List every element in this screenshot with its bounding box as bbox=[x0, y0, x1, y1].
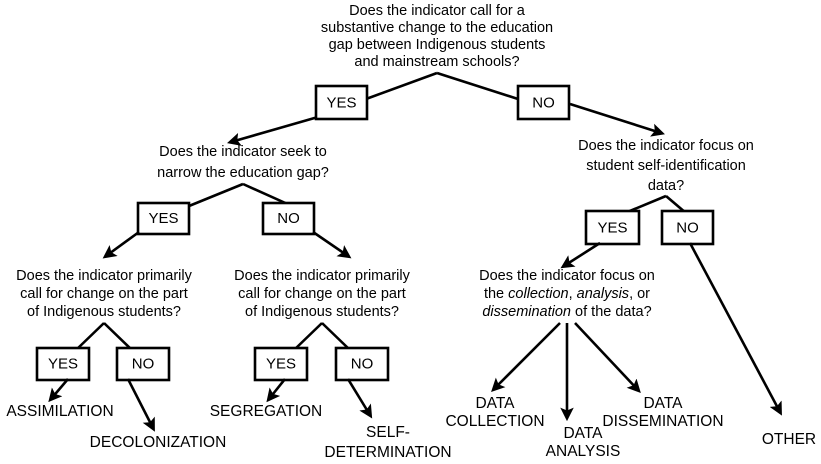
ll-no-box[interactable]: NO bbox=[115, 346, 171, 382]
rlq-l2-italic-collection: collection bbox=[508, 286, 568, 302]
right-question-line-1: Does the indicator focus on bbox=[578, 138, 754, 154]
right-yes-box[interactable]: YES bbox=[584, 209, 641, 246]
right-question-line-2: student self-identification bbox=[586, 158, 746, 174]
right-no-box[interactable]: NO bbox=[660, 209, 715, 246]
arrow-ll-no-to-decolonization bbox=[126, 378, 155, 432]
lr-yes-box-label: YES bbox=[266, 355, 296, 372]
lr-no-box-label: NO bbox=[351, 355, 374, 372]
outcome-data-analysis: DATA ANALYSIS bbox=[546, 425, 621, 460]
rlq-l2-c: , or bbox=[629, 286, 650, 302]
left-no-box-label: NO bbox=[277, 210, 300, 227]
right-question: Does the indicator focus on student self… bbox=[578, 138, 754, 194]
arrow-ll-yes-to-assimilation bbox=[48, 378, 69, 403]
lr-yes-box[interactable]: YES bbox=[253, 346, 309, 382]
edge-llq-to-no bbox=[103, 322, 133, 351]
left-question: Does the indicator seek to narrow the ed… bbox=[157, 144, 329, 181]
arrow-left-yes-to-q bbox=[102, 230, 140, 259]
root-question-line-3: gap between Indigenous students bbox=[329, 37, 546, 53]
arrow-lr-no-to-selfdetermination bbox=[346, 378, 373, 419]
arrow-lr-yes-to-segregation bbox=[266, 378, 287, 403]
arrow-root-yes-to-left-question bbox=[227, 115, 319, 146]
left-left-question-line-1: Does the indicator primarily bbox=[16, 268, 192, 284]
left-right-question: Does the indicator primarily call for ch… bbox=[234, 268, 410, 320]
arrow-rlq-to-data-dissemination bbox=[574, 322, 641, 394]
arrow-root-no-to-right-question bbox=[569, 102, 665, 137]
rlq-l2-a: the bbox=[484, 286, 508, 302]
edge-llq-to-yes bbox=[75, 322, 105, 351]
outcome-data-dissemination: DATA DISSEMINATION bbox=[602, 395, 723, 430]
left-no-box[interactable]: NO bbox=[261, 201, 316, 236]
edge-root-to-yes bbox=[365, 71, 438, 101]
edge-lrq-to-yes bbox=[293, 322, 323, 351]
outcome-data-analysis-line-2: ANALYSIS bbox=[546, 443, 621, 460]
root-question-line-4: and mainstream schools? bbox=[354, 54, 519, 70]
rlq-l3-a: of the data? bbox=[571, 304, 652, 320]
arrow-rlq-to-data-collection bbox=[491, 322, 561, 392]
outcome-self-determination-line-1: SELF- bbox=[366, 424, 410, 441]
outcome-data-dissemination-line-1: DATA bbox=[643, 395, 683, 412]
left-yes-box-label: YES bbox=[148, 210, 178, 227]
right-yes-box-label: YES bbox=[597, 219, 627, 236]
right-no-box-label: NO bbox=[676, 219, 699, 236]
root-no-box[interactable]: NO bbox=[516, 84, 571, 121]
left-right-question-line-3: of Indigenous students? bbox=[245, 304, 399, 320]
left-left-question-line-2: call for change on the part bbox=[20, 286, 188, 302]
outcome-data-collection: DATA COLLECTION bbox=[445, 395, 544, 430]
right-left-question: Does the indicator focus on the collecti… bbox=[479, 268, 655, 320]
right-question-line-3: data? bbox=[648, 178, 684, 194]
outcome-data-analysis-line-1: DATA bbox=[563, 425, 603, 442]
edge-root-to-no bbox=[436, 71, 519, 101]
arrow-right-yes-to-q bbox=[560, 241, 601, 269]
arrow-right-no-to-other bbox=[688, 242, 782, 416]
outcome-segregation: SEGREGATION bbox=[210, 403, 323, 420]
outcome-data-collection-line-2: COLLECTION bbox=[445, 413, 544, 430]
outcome-self-determination-line-2: DETERMINATION bbox=[324, 444, 451, 461]
root-question-line-1: Does the indicator call for a bbox=[349, 3, 526, 19]
ll-yes-box-label: YES bbox=[48, 355, 78, 372]
left-right-question-line-1: Does the indicator primarily bbox=[234, 268, 410, 284]
left-left-question-line-3: of Indigenous students? bbox=[27, 304, 181, 320]
outcome-other: OTHER bbox=[762, 431, 816, 448]
rlq-l3-italic-dissemination: dissemination bbox=[482, 304, 571, 320]
outcome-assimilation: ASSIMILATION bbox=[6, 403, 113, 420]
left-question-line-1: Does the indicator seek to bbox=[159, 144, 327, 160]
lr-no-box[interactable]: NO bbox=[334, 346, 390, 382]
right-left-question-line-1: Does the indicator focus on bbox=[479, 268, 655, 284]
left-question-line-2: narrow the education gap? bbox=[157, 165, 329, 181]
root-yes-box[interactable]: YES bbox=[314, 84, 369, 121]
rlq-l2-b: , bbox=[569, 286, 577, 302]
left-right-question-line-2: call for change on the part bbox=[238, 286, 406, 302]
outcome-self-determination: SELF- DETERMINATION bbox=[324, 424, 451, 461]
left-left-question: Does the indicator primarily call for ch… bbox=[16, 268, 192, 320]
root-no-box-label: NO bbox=[532, 94, 555, 111]
right-left-question-line-2: the collection, analysis, or bbox=[484, 286, 650, 302]
edge-lrq-to-no bbox=[321, 322, 351, 351]
root-question: Does the indicator call for a substantiv… bbox=[321, 3, 553, 70]
outcome-decolonization: DECOLONIZATION bbox=[90, 434, 227, 451]
ll-no-box-label: NO bbox=[132, 355, 155, 372]
outcome-data-collection-line-1: DATA bbox=[475, 395, 515, 412]
rlq-l2-italic-analysis: analysis bbox=[577, 286, 629, 302]
ll-yes-box[interactable]: YES bbox=[35, 346, 91, 382]
left-yes-box[interactable]: YES bbox=[136, 201, 191, 236]
root-yes-box-label: YES bbox=[326, 94, 356, 111]
root-question-line-2: substantive change to the education bbox=[321, 20, 553, 36]
edge-leftq-to-yes bbox=[188, 182, 244, 208]
right-left-question-line-3: dissemination of the data? bbox=[482, 304, 651, 320]
arrow-left-no-to-q bbox=[312, 230, 352, 259]
outcome-data-dissemination-line-2: DISSEMINATION bbox=[602, 413, 723, 430]
